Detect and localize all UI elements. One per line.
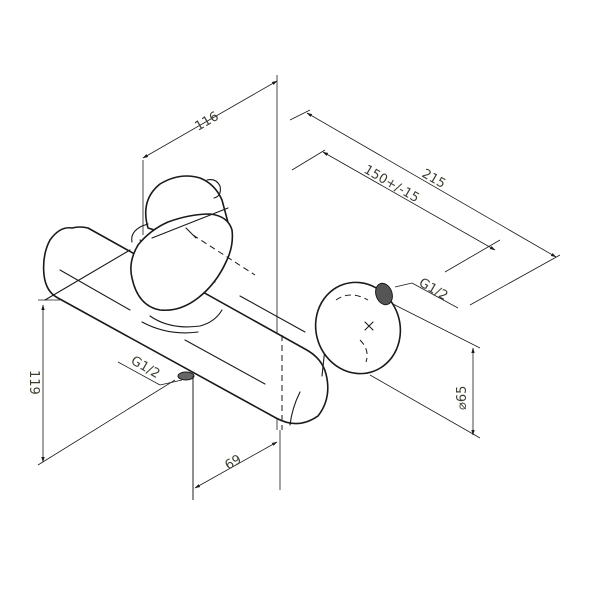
bottom-outlet-thread — [177, 371, 195, 500]
dimension-diameter-65: ⌀65 — [455, 347, 475, 436]
svg-text:150+/-15: 150+/-15 — [361, 162, 422, 206]
svg-text:119: 119 — [26, 370, 41, 395]
svg-text:69: 69 — [223, 452, 245, 473]
dimension-150: 150+/-15 — [322, 151, 496, 251]
dimension-119: 119 — [26, 304, 45, 463]
dimension-116: 116 — [142, 80, 278, 159]
svg-text:G1/2: G1/2 — [416, 275, 450, 303]
svg-text:G1/2: G1/2 — [128, 353, 162, 381]
dimension-215: 215 — [306, 112, 557, 258]
callout-g12-inlet: G1/2 — [394, 275, 459, 309]
lever-handle — [130, 175, 256, 334]
svg-text:215: 215 — [419, 166, 448, 191]
svg-text:116: 116 — [193, 109, 222, 134]
dimension-69: 69 — [194, 441, 278, 489]
svg-text:⌀65: ⌀65 — [455, 386, 470, 410]
inlet-connector — [314, 281, 402, 377]
